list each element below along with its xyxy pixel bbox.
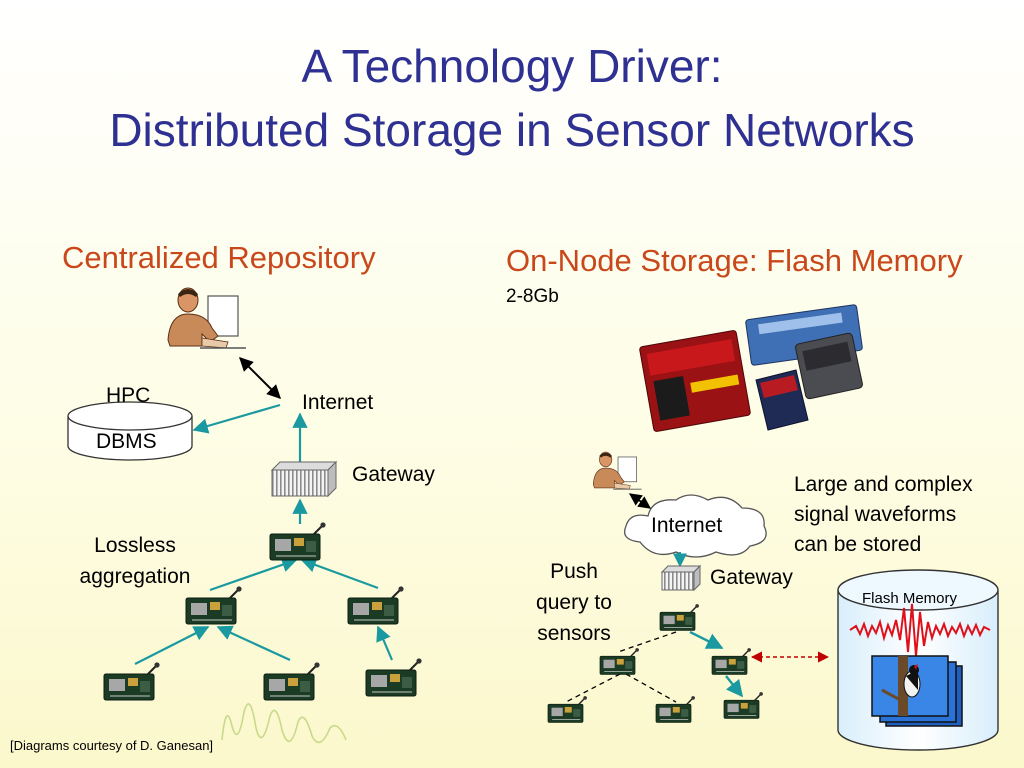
slide-title-line1: A Technology Driver: — [301, 40, 723, 92]
push-query-line1: Push — [550, 560, 598, 583]
query-path-line — [565, 673, 621, 703]
sensor-node-icon — [711, 647, 752, 676]
sensor-node-icon — [547, 695, 588, 724]
storage-path-arrow — [689, 630, 724, 650]
sensor-node-icon — [659, 603, 700, 632]
aggregation-label: Lossless aggregation — [64, 530, 206, 592]
aggr-arrow-4 — [216, 625, 291, 661]
flash-memory-label: Flash Memory — [862, 590, 958, 607]
sensor-node-icon — [365, 657, 423, 697]
sensor-node-icon — [723, 691, 764, 720]
footnote: [Diagrams courtesy of D. Ganesan] — [10, 738, 214, 753]
internet-cloud-icon — [623, 494, 767, 558]
push-query-label: Push query to sensors — [518, 556, 630, 649]
signal-waveform-red — [849, 603, 991, 657]
right-heading: On-Node Storage: Flash Memory — [506, 243, 963, 278]
person-cloud-arrow — [628, 493, 652, 509]
compactflash-card-icon — [639, 330, 751, 432]
sensor-node-icon — [347, 585, 405, 625]
push-query-line2: query to — [536, 591, 612, 614]
aggr-arrow-5 — [376, 625, 394, 661]
gateway-label-right: Gateway — [710, 566, 793, 589]
sensor-node-icon — [269, 521, 327, 561]
gateway-icon — [270, 460, 338, 498]
sensor-node-icon — [655, 695, 696, 724]
storage-note-line3: can be stored — [794, 533, 922, 556]
sd-card-icon — [755, 369, 809, 431]
internet-label-left: Internet — [302, 391, 374, 414]
gateway-label-left: Gateway — [352, 463, 435, 486]
user-person-icon — [167, 287, 247, 349]
internet-dbms-arrow — [192, 403, 281, 434]
user-person-icon — [592, 451, 643, 490]
signal-waveform-faint — [221, 703, 347, 744]
push-query-line3: sensors — [537, 622, 611, 645]
sensor-node-icon — [263, 661, 321, 701]
gateway-icon — [660, 564, 702, 592]
aggr-arrow-3 — [134, 626, 210, 665]
internet-label-right: Internet — [651, 514, 723, 537]
person-internet-arrow — [239, 357, 281, 399]
capacity-label: 2-8Gb — [506, 286, 559, 307]
aggregation-label-line2: aggregation — [79, 565, 191, 588]
query-path-line — [625, 673, 677, 703]
hpc-label: HPC — [106, 384, 151, 407]
dbms-label: DBMS — [96, 430, 157, 453]
storage-note-line1: Large and complex — [794, 473, 973, 496]
query-path-line — [617, 631, 677, 653]
left-heading: Centralized Repository — [62, 240, 376, 275]
sensor-node-icon — [103, 661, 161, 701]
aggr-arrow-2 — [300, 557, 379, 590]
storage-note-line2: signal waveforms — [794, 503, 957, 526]
slide-title-line2: Distributed Storage in Sensor Networks — [109, 104, 915, 156]
storage-path-arrow — [725, 675, 744, 698]
aggr-arrow-1 — [209, 557, 298, 592]
storage-note: Large and complex signal waveforms can b… — [794, 470, 973, 560]
sensor-node-icon — [599, 647, 640, 676]
waveform-pictures-icon — [871, 655, 963, 727]
xd-picture-card-icon — [795, 332, 863, 400]
aggregation-label-line1: Lossless — [94, 534, 176, 557]
dbms-cylinder-icon — [67, 401, 193, 461]
sensor-node-icon — [185, 585, 243, 625]
